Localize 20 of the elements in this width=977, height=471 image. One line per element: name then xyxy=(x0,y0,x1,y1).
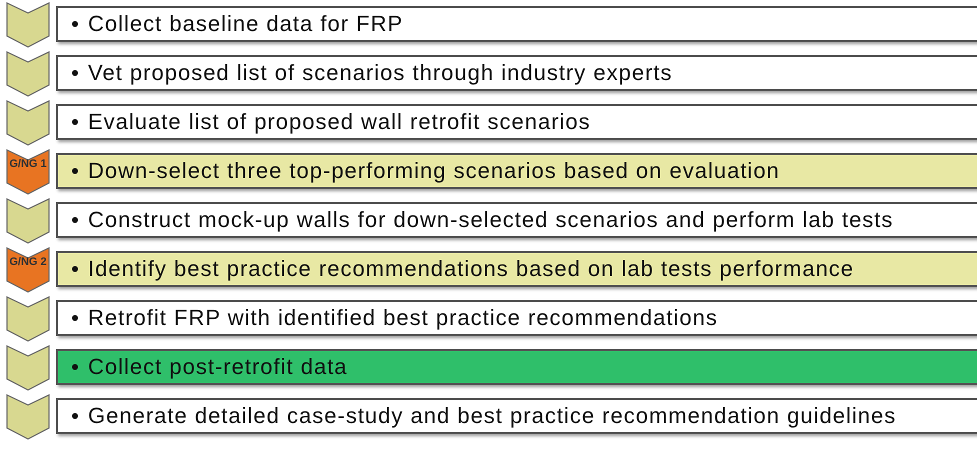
step-bar xyxy=(56,104,977,140)
step-bar xyxy=(56,251,977,287)
step-text: Vet proposed list of scenarios through industry experts xyxy=(88,60,673,86)
step-text: Collect post-retrofit data xyxy=(88,354,348,380)
step-bar xyxy=(56,153,977,189)
step-text: Retrofit FRP with identified best practice recommendations xyxy=(88,305,718,331)
step-text: Generate detailed case-study and best practice recommendation guidelines xyxy=(88,403,896,429)
gate-label: G/NG 1 xyxy=(8,158,48,171)
step-bar xyxy=(56,349,977,385)
step-bar xyxy=(56,55,977,91)
step-text: Down-select three top-performing scenarios based on evaluation xyxy=(88,158,780,184)
step-bar xyxy=(56,398,977,434)
step-bar xyxy=(56,202,977,238)
step-text: Collect baseline data for FRP xyxy=(88,11,404,37)
step-bar xyxy=(56,300,977,336)
gate-label: G/NG 2 xyxy=(8,256,48,269)
step-text: Construct mock-up walls for down-selected scenarios and perform lab tests xyxy=(88,207,894,233)
step-text: Evaluate list of proposed wall retrofit scenarios xyxy=(88,109,591,135)
step-bar xyxy=(56,6,977,42)
step-text: Identify best practice recommendations based on lab tests performance xyxy=(88,256,854,282)
